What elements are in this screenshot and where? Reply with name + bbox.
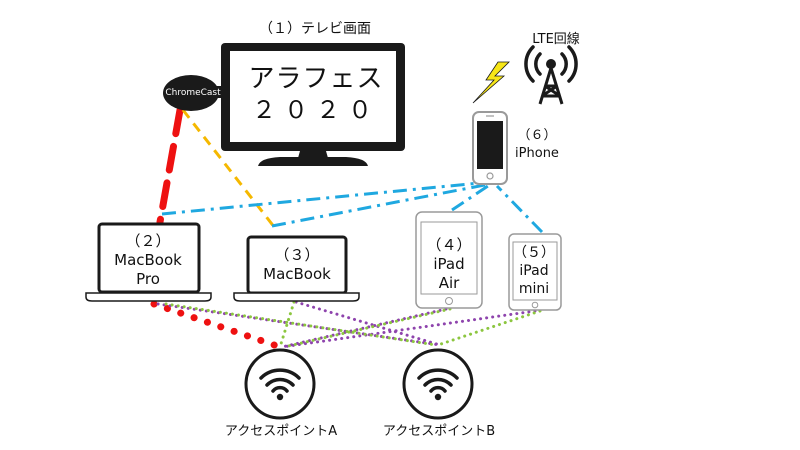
link-ipad-mini-ap-a [280,309,537,349]
access-point-b-icon [402,348,474,420]
ipad-air-label: （４） iPad Air [419,236,479,294]
ipad-air-line2: Air [438,274,460,293]
macbook-pro-number: （２） [125,232,171,250]
iphone-number: （６） [517,128,557,143]
chromecast-label: ChromeCast [165,88,221,98]
macbook-label: （３） MacBook [250,246,344,284]
ipad-mini-line1: iPad [519,262,549,279]
link-chromecast-macbook-pro [156,106,184,226]
link-macbook-pro-ap-a [150,300,284,351]
ipad-mini-icon [508,233,562,311]
link-macbook-pro-ap-b [156,302,442,347]
access-point-a-icon [244,348,316,420]
access-point-a-label: アクセスポイントA [224,424,338,439]
macbook-pro-icon [85,222,212,302]
iphone-label: iPhone [515,146,559,161]
tv-screen-title: アラフェス [248,64,384,94]
ipad-air-line1: iPad [433,255,465,274]
macbook-number: （３） [274,246,320,264]
link-ipad-air-iphone [451,184,489,212]
ipad-mini-number: （５） [513,245,555,261]
tv-screen-year: ２０２０ [252,96,380,124]
link-macbook-ap-b [294,300,442,347]
ipad-air-icon [415,211,483,309]
lte-label: LTE回線 [532,32,580,47]
access-point-b-label: アクセスポイントB [382,424,496,439]
macbook-pro-label: （２） MacBook Pro [100,232,196,290]
link-chromecast-macbook [181,109,277,229]
chromecast-icon [163,75,226,111]
links [150,106,544,351]
link-macbook-pro-iphone [161,180,491,216]
link-ipad-mini-iphone [495,184,544,234]
iphone-icon [472,111,508,185]
link-macbook-iphone [271,182,491,228]
macbook-line1: MacBook [263,265,331,284]
macbook-icon [233,235,360,302]
macbook-pro-line2: Pro [136,270,160,289]
macbook-pro-line1: MacBook [114,251,182,270]
tv-caption: （１）テレビ画面 [259,21,371,37]
ipad-mini-line2: mini [518,280,550,297]
lightning-icon [472,61,510,104]
link-ipad-air-ap-a-green [282,307,452,349]
link-ipad-mini-ap-b [436,309,542,347]
link-macbook-ap-a [278,300,296,349]
ipad-air-number: （４） [426,236,472,254]
ipad-mini-label: （５） iPad mini [509,245,559,299]
cell-tower-icon [524,45,578,105]
link-ipad-air-ap-a [280,307,448,349]
tv-icon [221,43,405,166]
